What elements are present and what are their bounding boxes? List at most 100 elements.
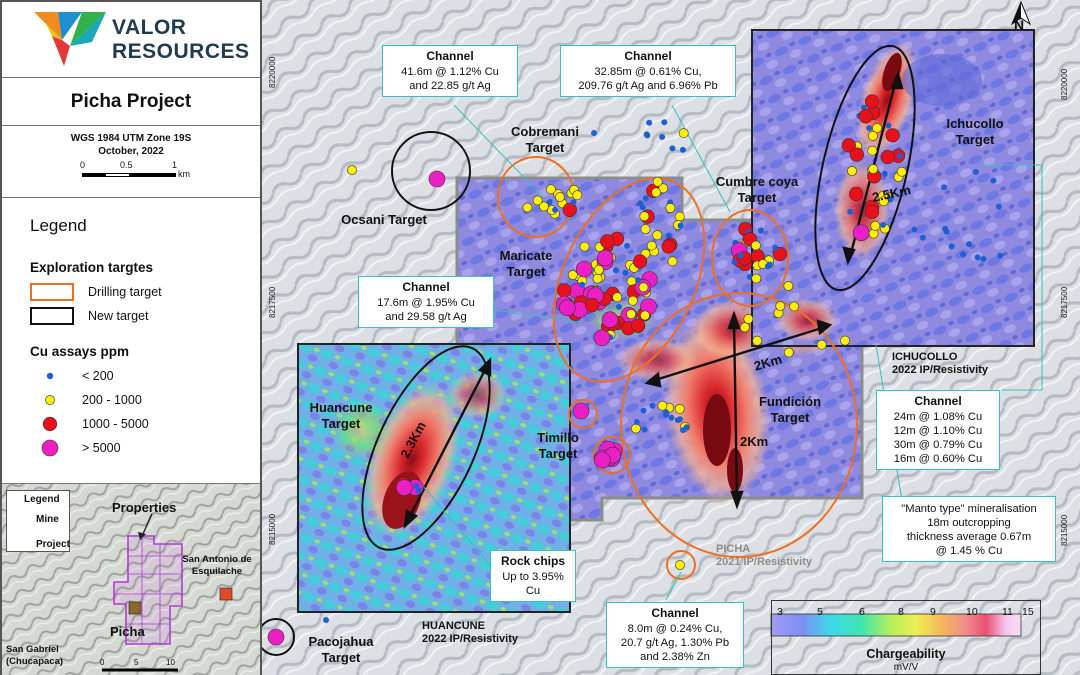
assay-sample-dot bbox=[323, 617, 329, 623]
assay-sample-dot bbox=[630, 423, 641, 434]
assay-sample-dot bbox=[861, 104, 867, 111]
callout-title: Channel bbox=[914, 394, 962, 408]
legend-cu-class-4: > 5000 bbox=[30, 438, 121, 458]
assay-sample-dot bbox=[538, 201, 549, 212]
assay-sample-dot bbox=[267, 628, 285, 646]
scale-label-half: 0.5 bbox=[120, 160, 133, 170]
location-inset-map: Legend Mine Project Properties San Anton… bbox=[2, 484, 260, 675]
callout-line: @ 1.45 % Cu bbox=[935, 545, 1003, 557]
assay-sample-dot bbox=[847, 166, 857, 176]
assay-sample-dot bbox=[637, 200, 644, 207]
colorbar-tick: 11 bbox=[1002, 606, 1013, 618]
colorbar-unit: mV/V bbox=[893, 662, 919, 673]
legend-cu-class-2: 200 - 1000 bbox=[30, 390, 142, 410]
callout-line: 41.6m @ 1.12% Cu bbox=[401, 66, 499, 78]
assay-sample-dot bbox=[848, 186, 864, 201]
callout-line: 18m outcropping bbox=[927, 517, 1011, 529]
geology-map[interactable]: N 8220000 8217500 8215000 8220000 821750… bbox=[262, 0, 1080, 675]
assay-sample-dot bbox=[622, 269, 629, 276]
callout-title: Channel bbox=[624, 49, 672, 63]
assay-sample-dot bbox=[652, 230, 663, 241]
assay-sample-dot bbox=[554, 192, 565, 202]
callout-line: 209.76 g/t Ag and 6.96% Pb bbox=[578, 80, 718, 92]
colorbar-title: Chargeability bbox=[866, 647, 946, 661]
colorbar-tick: 3 bbox=[777, 606, 783, 618]
huancune-survey-label: HUANCUNE 2022 IP/Resistivity bbox=[422, 620, 518, 646]
callout-line: thickness average 0.67m bbox=[906, 531, 1032, 543]
assay-sample-dot bbox=[570, 199, 577, 206]
scale-bar: 0 0.5 1 km bbox=[80, 160, 200, 184]
channel-callout-maricate-north: Channel 32.85m @ 0.61% Cu, 209.76 g/t Ag… bbox=[560, 45, 736, 97]
inset-properties-label: Properties bbox=[112, 500, 177, 515]
inset-scale-10: 10 bbox=[166, 658, 175, 667]
assay-sample-dot bbox=[627, 295, 638, 306]
inset-san-antonio-label: San Antonio de Esquilache bbox=[182, 554, 252, 577]
legend-new-target: New target bbox=[30, 306, 148, 326]
targets-heading: Exploration targtes bbox=[30, 260, 154, 275]
legend-cu-class-1: < 200 bbox=[30, 366, 114, 386]
callout-line: 16m @ 0.60% Cu bbox=[893, 453, 983, 465]
assay-sample-dot bbox=[593, 264, 604, 275]
assay-sample-dot bbox=[995, 203, 1002, 210]
northing-8220000-right: 8220000 bbox=[1060, 68, 1069, 100]
project-title: Picha Project bbox=[70, 91, 192, 112]
assay-sample-dot bbox=[572, 190, 583, 201]
company-logo-icon bbox=[34, 12, 106, 66]
assay-sample-dot bbox=[764, 263, 771, 270]
assay-sample-dot bbox=[841, 138, 856, 153]
assay-sample-dot bbox=[847, 208, 854, 215]
channel-callout-south: Channel 8.0m @ 0.24% Cu, 20.7 g/t Ag, 1.… bbox=[606, 602, 744, 668]
drilling-target-swatch bbox=[30, 283, 74, 301]
assay-sample-dot bbox=[919, 234, 926, 241]
assay-sample-dot bbox=[789, 301, 799, 312]
assay-sample-dot bbox=[849, 147, 865, 162]
assay-sample-dot bbox=[880, 149, 895, 165]
assay-sample-dot bbox=[941, 184, 948, 191]
colorbar-tick: 15 bbox=[1022, 606, 1034, 618]
cu-200-1000-dot-icon bbox=[45, 395, 55, 405]
title-panel: Picha Project bbox=[2, 78, 260, 126]
assay-sample-dot bbox=[966, 241, 973, 248]
assay-sample-dot bbox=[416, 487, 423, 494]
assay-sample-dot bbox=[600, 234, 615, 249]
assay-sample-dot bbox=[665, 202, 676, 213]
new-target-label: New target bbox=[88, 309, 149, 323]
callout-line: and 2.38% Zn bbox=[640, 651, 710, 663]
inset-legend-title: Legend bbox=[24, 494, 60, 505]
cumbre-coya-target-label: Cumbre coya Target bbox=[715, 174, 799, 205]
survey-type: 2022 IP/Resistivity bbox=[892, 364, 989, 376]
northing-8215000: 8215000 bbox=[268, 513, 277, 545]
cu-class-label: > 5000 bbox=[82, 441, 121, 455]
scale-label-0: 0 bbox=[80, 160, 86, 170]
assay-sample-dot bbox=[558, 299, 576, 317]
cu-class-label: < 200 bbox=[82, 369, 114, 383]
callout-line: 17.6m @ 1.95% Cu bbox=[377, 297, 475, 309]
callout-title: Channel bbox=[402, 280, 450, 294]
assay-sample-dot bbox=[646, 119, 653, 126]
assay-sample-dot bbox=[974, 254, 981, 261]
northing-8217500: 8217500 bbox=[268, 286, 277, 318]
assay-sample-dot bbox=[872, 123, 882, 134]
huancune-ip-survey bbox=[297, 343, 571, 613]
assay-sample-dot bbox=[675, 560, 685, 570]
distance-label-fundicion-ns: 2Km bbox=[740, 434, 769, 449]
assay-sample-dot bbox=[668, 414, 675, 421]
assay-sample-dot bbox=[864, 204, 880, 219]
assay-sample-dot bbox=[911, 226, 918, 233]
huancune-target-label: Huancune Target bbox=[309, 400, 373, 431]
callout-line: 30m @ 0.79% Cu bbox=[893, 439, 983, 451]
assay-sample-dot bbox=[885, 128, 900, 143]
legend-cu-class-3: 1000 - 5000 bbox=[30, 414, 149, 434]
assay-sample-dot bbox=[657, 400, 668, 411]
assay-sample-dot bbox=[396, 479, 413, 496]
assay-sample-dot bbox=[885, 122, 892, 129]
colorbar-tick: 8 bbox=[898, 606, 904, 618]
assay-sample-dot bbox=[631, 318, 646, 333]
rock-chips-callout: Rock chips Up to 3.95% Cu bbox=[490, 550, 576, 602]
callout-line: and 22.85 g/t Ag bbox=[409, 80, 491, 92]
assay-sample-dot bbox=[596, 249, 614, 267]
assay-sample-dot bbox=[572, 402, 590, 420]
inset-picha-label: Picha bbox=[110, 624, 145, 639]
assay-sample-dot bbox=[661, 119, 668, 126]
assay-sample-dot bbox=[990, 177, 997, 184]
